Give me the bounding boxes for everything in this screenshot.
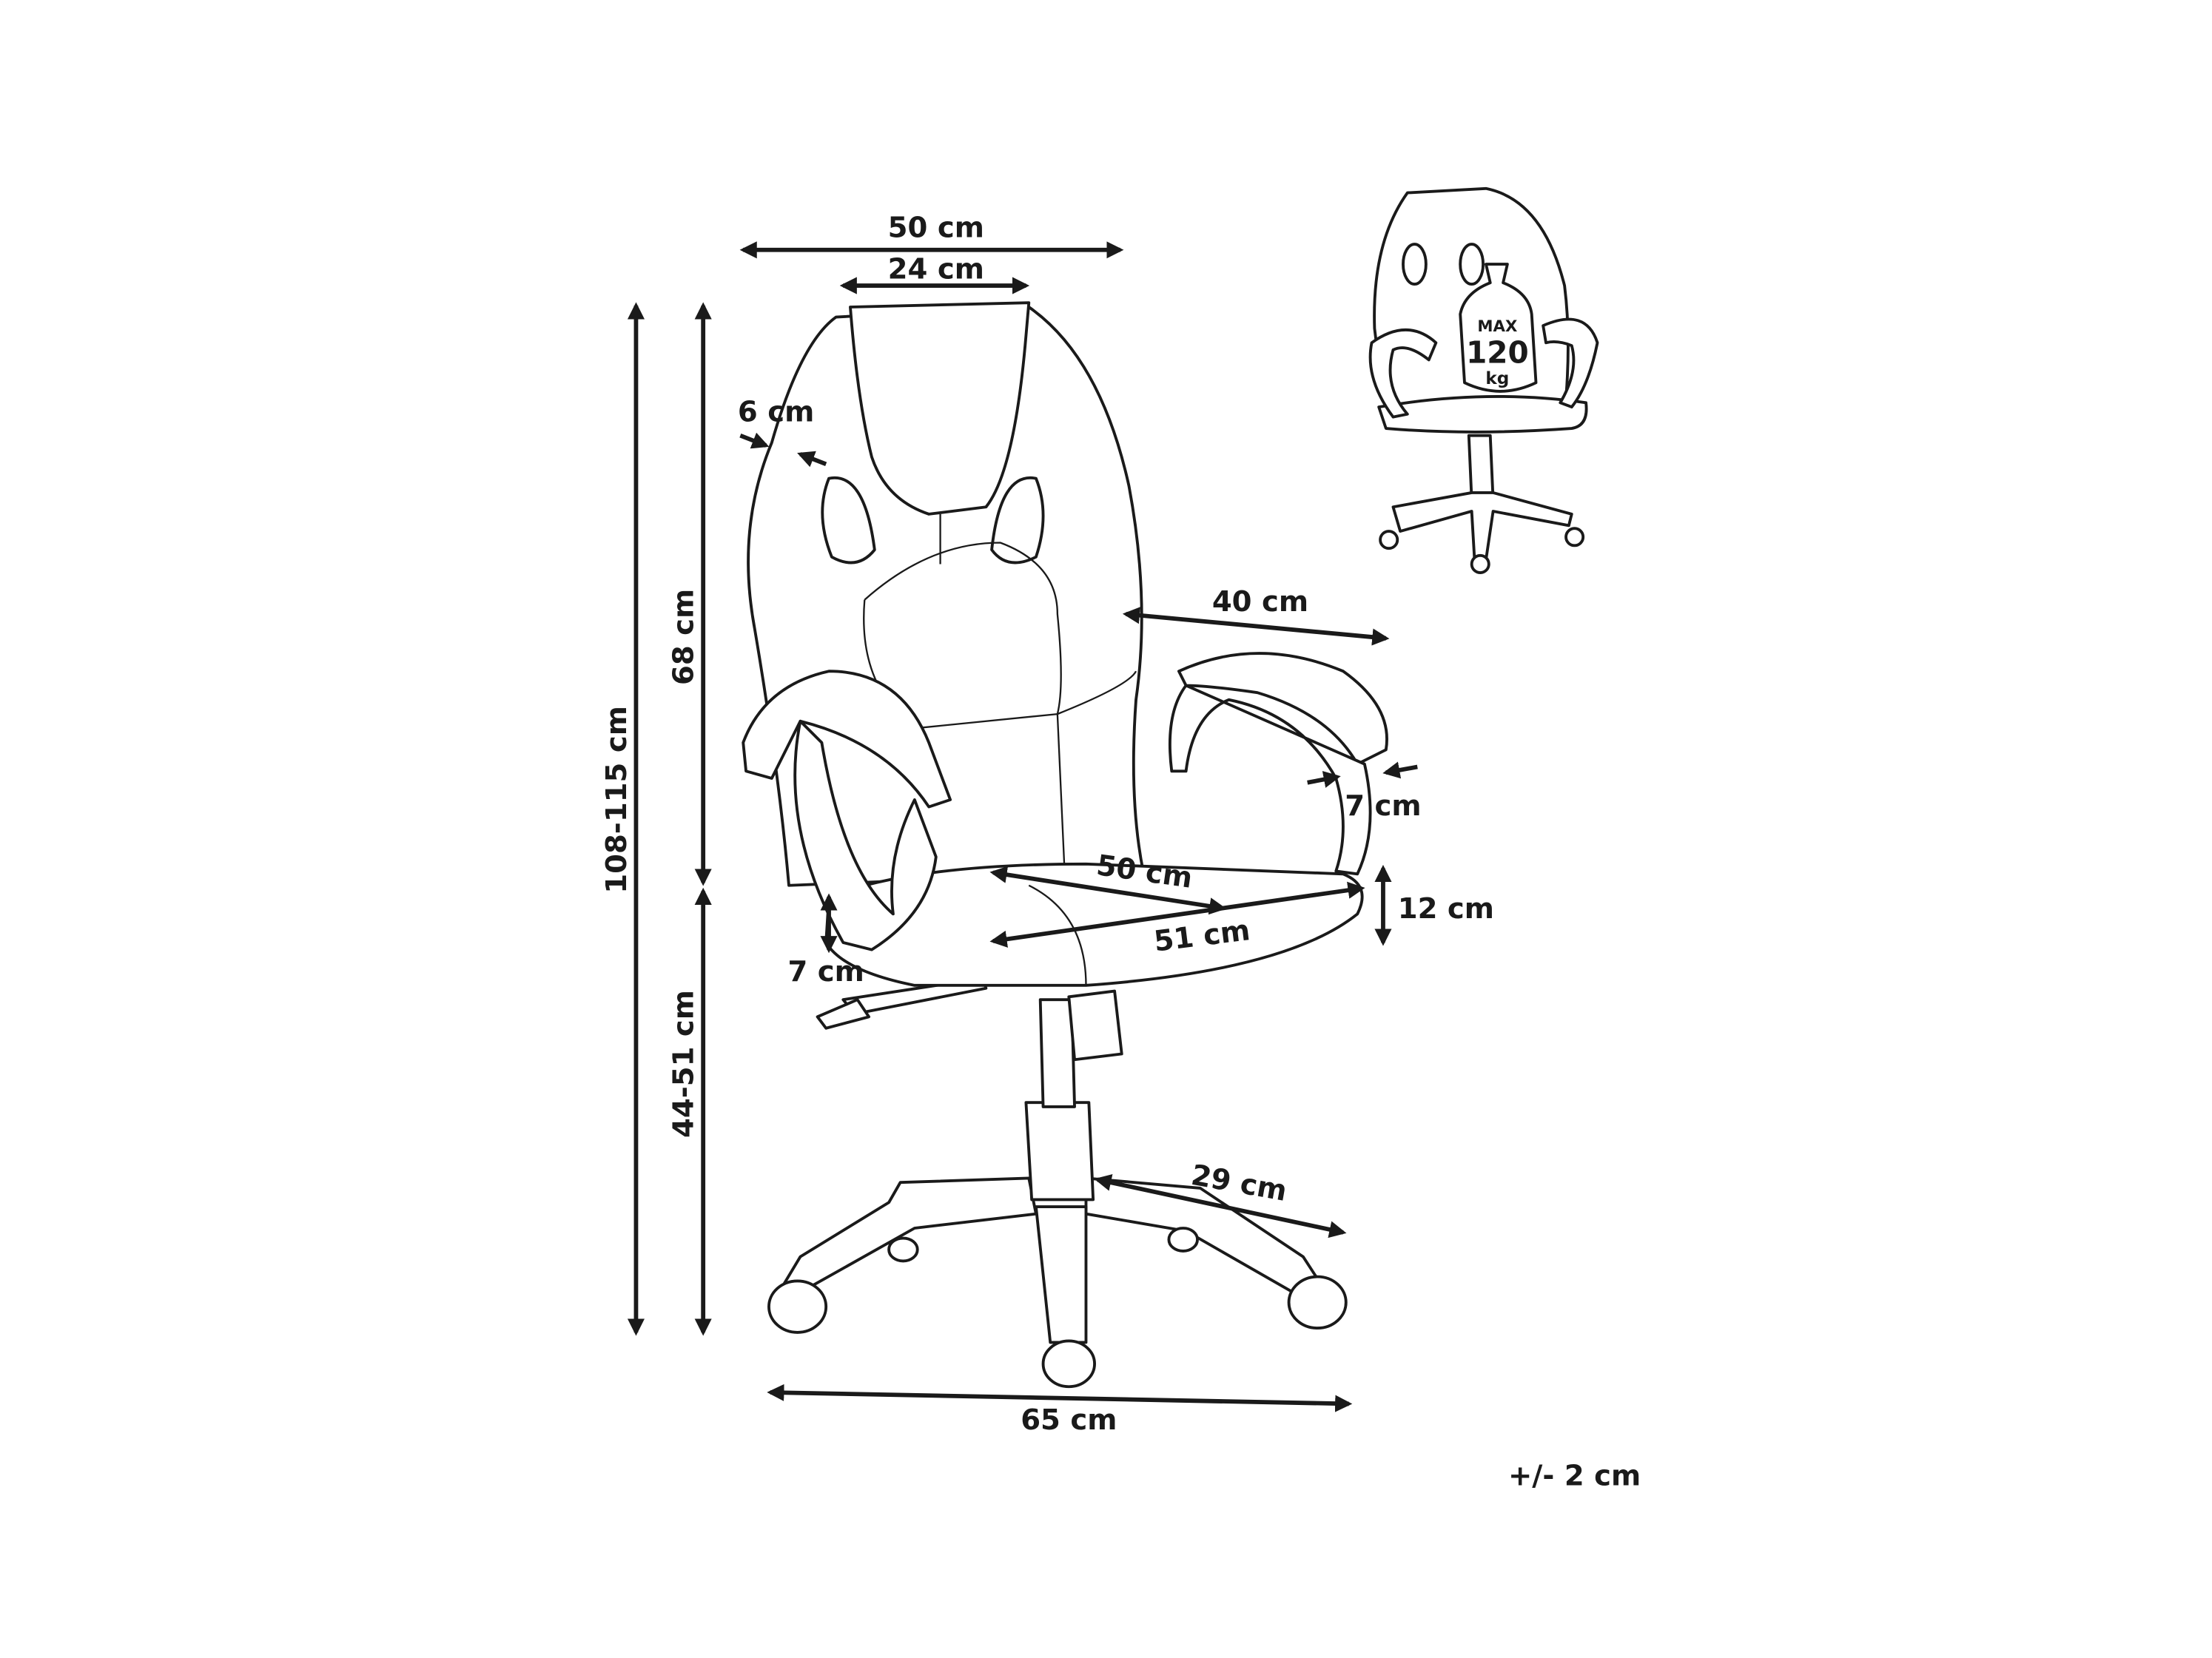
dim-arrow-armrest-right (1382, 761, 1418, 779)
dim-arrow-bolster-left (739, 432, 770, 449)
label-headrest-width: 24 cm (888, 252, 984, 286)
label-base-diameter: 65 cm (1021, 1403, 1117, 1437)
label-backrest-height: 68 cm (668, 589, 701, 685)
dim-line-armrest-depth (1122, 607, 1390, 646)
label-overall-width: 50 cm (888, 211, 984, 244)
chair-armrests (742, 652, 1388, 951)
label-total-height: 108-115 cm (600, 706, 633, 894)
dim-arrow-armrest-left (1307, 771, 1341, 788)
dim-line-base-diameter (767, 1384, 1353, 1412)
label-side-bolster: 6 cm (738, 395, 814, 428)
max-load-icon: MAX 120 kg (1368, 186, 1599, 574)
chair-illustration (742, 301, 1388, 1389)
label-seat-thickness: 12 cm (1398, 892, 1494, 926)
dim-line-seat-depth (989, 881, 1365, 948)
chair-backrest (747, 301, 1145, 887)
label-armrest-width: 7 cm (1345, 789, 1421, 823)
max-load-unit: kg (1485, 369, 1509, 388)
label-seat-height: 44-51 cm (668, 990, 701, 1138)
dim-line-base-leg (1094, 1173, 1347, 1239)
label-seat-side: 7 cm (787, 955, 864, 988)
label-armrest-depth: 40 cm (1212, 585, 1308, 619)
max-load-value: 120 (1466, 334, 1529, 370)
tolerance-note: +/- 2 cm (1508, 1459, 1641, 1492)
dim-arrow-bolster-right (797, 451, 827, 468)
max-load-label: MAX (1477, 317, 1517, 336)
